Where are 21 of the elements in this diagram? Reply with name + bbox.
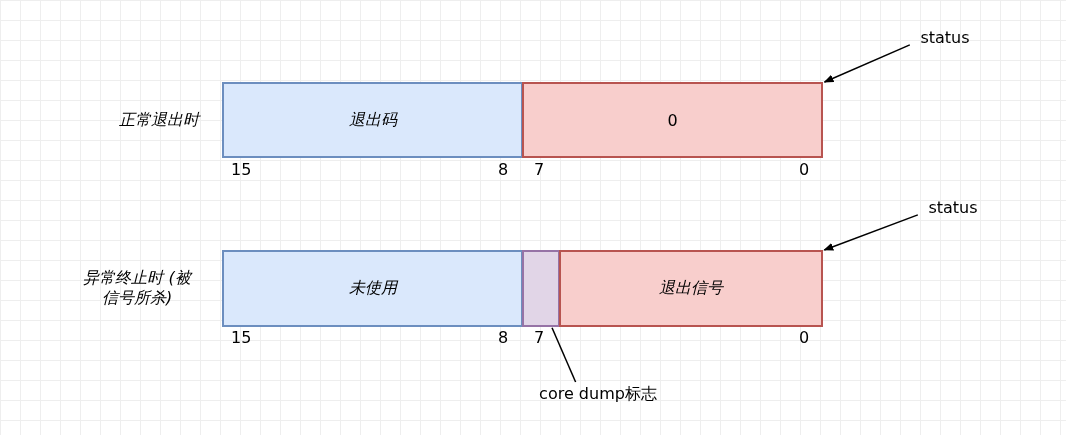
bit-number: 15 xyxy=(231,160,252,180)
bit-number: 0 xyxy=(799,160,810,180)
status-label: status xyxy=(913,196,993,218)
bit-number: 7 xyxy=(534,160,545,180)
bit-number: 8 xyxy=(498,328,509,348)
bit-field-box: 退出码 xyxy=(222,82,523,158)
bit-field-box: 退出信号 xyxy=(559,250,823,327)
leader-line xyxy=(551,327,577,383)
arrow xyxy=(823,214,919,251)
bit-number: 15 xyxy=(231,328,252,348)
core-dump-label: core dump标志 xyxy=(528,382,668,406)
bit-number: 8 xyxy=(498,160,509,180)
bit-number: 7 xyxy=(534,328,545,348)
bit-field-box xyxy=(522,250,560,327)
bit-field-box: 未使用 xyxy=(222,250,523,327)
bit-field-box: 0 xyxy=(522,82,823,158)
row-caption: 异常终止时 (被信号所杀) xyxy=(82,268,194,308)
arrow xyxy=(823,44,911,83)
row-caption: 正常退出时 xyxy=(118,110,202,130)
bit-number: 0 xyxy=(799,328,810,348)
status-label: status xyxy=(905,26,985,48)
